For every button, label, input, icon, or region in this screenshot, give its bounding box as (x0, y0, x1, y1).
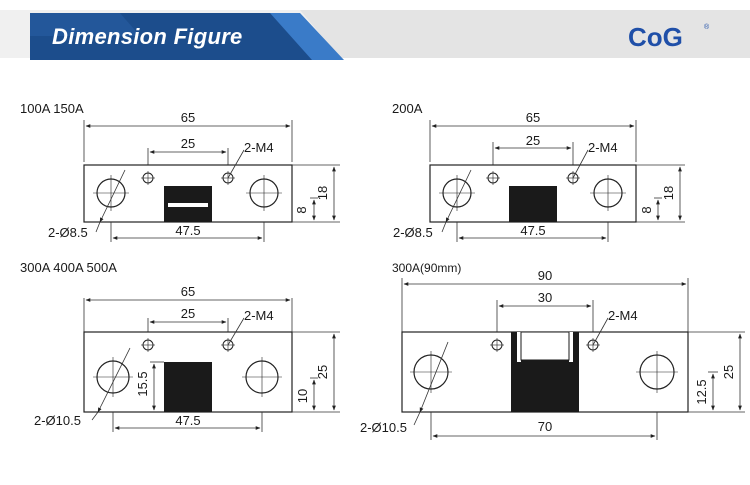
model-label: 300A(90mm) (392, 261, 461, 275)
screw-label: 2-M4 (608, 308, 638, 323)
screw-label: 2-M4 (244, 308, 274, 323)
body-height-label: 12.5 (694, 379, 709, 404)
width-label: 65 (181, 284, 195, 299)
mount-hole-label: 2-Ø8.5 (48, 225, 88, 240)
width-label: 65 (526, 110, 540, 125)
width-label: 90 (538, 268, 552, 283)
mount-hole-label: 2-Ø10.5 (360, 420, 407, 435)
model-label: 200A (392, 101, 423, 116)
header-banner (0, 10, 750, 60)
mount-spacing-label: 47.5 (175, 223, 200, 238)
diagram-100a-150a: 100A 150A 65 25 2-M4 2-Ø8.5 47 (20, 101, 340, 242)
hole-spacing-label: 25 (526, 133, 540, 148)
mount-spacing-label: 47.5 (175, 413, 200, 428)
hole-spacing-label: 25 (181, 306, 195, 321)
model-label: 300A 400A 500A (20, 260, 117, 275)
screw-label: 2-M4 (244, 140, 274, 155)
shunt-height-label: 15.5 (135, 371, 150, 396)
body-height-label: 8 (639, 206, 654, 213)
body-height-label: 8 (294, 206, 309, 213)
model-label: 100A 150A (20, 101, 84, 116)
hole-spacing-label: 30 (538, 290, 552, 305)
registered-mark: ® (704, 24, 710, 31)
height-label: 18 (315, 186, 330, 200)
diagram-300a-400a-500a: 300A 400A 500A 65 25 2-M4 2-Ø10.5 47.5 1… (20, 260, 340, 432)
screw-label: 2-M4 (588, 140, 618, 155)
mount-hole-label: 2-Ø10.5 (34, 413, 81, 428)
height-label: 18 (661, 186, 676, 200)
mount-spacing-label: 47.5 (520, 223, 545, 238)
page-title: Dimension Figure (52, 24, 243, 49)
mount-hole-label: 2-Ø8.5 (393, 225, 433, 240)
height-label: 25 (721, 365, 736, 379)
diagram-300a-90mm: 300A(90mm) 90 30 2-M4 2-Ø10.5 70 (360, 261, 745, 440)
mount-spacing-label: 70 (538, 419, 552, 434)
width-label: 65 (181, 110, 195, 125)
diagram-200a: 200A 65 25 2-M4 2-Ø8.5 47.5 18 8 (392, 101, 685, 242)
hole-spacing-label: 25 (181, 136, 195, 151)
body-height-label: 10 (295, 389, 310, 403)
brand-logo: CoG (628, 22, 683, 52)
height-label: 25 (315, 365, 330, 379)
